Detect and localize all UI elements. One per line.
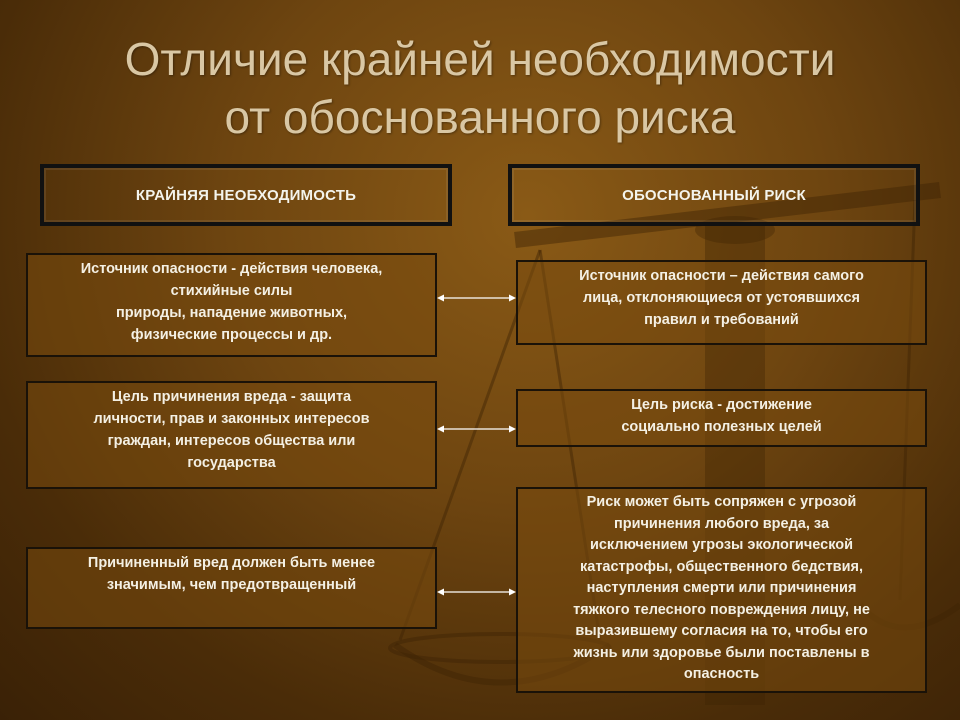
text-line: личности, прав и законных интересов — [93, 411, 370, 427]
text-line: лица, отклоняющиеся от устоявшихся — [583, 290, 860, 306]
text-line: исключением угрозы экологической — [589, 537, 854, 553]
double-arrow-icon — [437, 588, 516, 596]
title-line-1: Отличие крайней необходимости — [124, 33, 836, 85]
right-box-danger-source: Источник опасности – действия самого лиц… — [516, 260, 927, 345]
text-line: наступления смерти или причинения — [586, 580, 857, 596]
right-box-risk-limits: Риск может быть сопряжен с угрозой причи… — [516, 487, 927, 693]
double-arrow-icon — [437, 425, 516, 433]
right-box-risk-purpose: Цель риска - достижение социально полезн… — [516, 389, 927, 447]
text-line: значимым, чем предотвращенный — [106, 577, 357, 593]
title-line-2: от обоснованного риска — [224, 91, 736, 143]
text-line: опасность — [683, 666, 760, 682]
text-line: природы, нападение животных, — [115, 305, 348, 321]
text-line: физические процессы и др. — [130, 327, 333, 343]
header-justified-risk: ОБОСНОВАННЫЙ РИСК — [508, 164, 920, 226]
text-line: Источник опасности - действия человека, — [80, 261, 383, 277]
text-line: жизнь или здоровье были поставлены в — [573, 644, 870, 661]
text-line: Цель риска - достижение — [631, 397, 812, 413]
header-right-label: ОБОСНОВАННЫЙ РИСК — [622, 186, 806, 204]
text-line: причинения любого вреда, за — [613, 515, 830, 532]
text-line: правил и требований — [644, 312, 799, 328]
text-line: Риск может быть сопряжен с угрозой — [586, 494, 857, 510]
text-line: социально полезных целей — [621, 419, 822, 435]
text-line: Цель причинения вреда - защита — [111, 389, 352, 405]
text-line: катастрофы, общественного бедствия, — [580, 558, 863, 575]
left-box-harm-purpose: Цель причинения вреда - защита личности,… — [26, 381, 437, 489]
text-line: Источник опасности – действия самого — [579, 268, 864, 284]
text-line: Причиненный вред должен быть менее — [87, 555, 376, 571]
text-line: выразившему согласия на то, чтобы его — [575, 623, 868, 639]
left-box-danger-source: Источник опасности - действия человека, … — [26, 253, 437, 357]
header-left-label: КРАЙНЯЯ НЕОБХОДИМОСТЬ — [135, 186, 357, 204]
double-arrow-icon — [437, 294, 516, 302]
header-extreme-necessity: КРАЙНЯЯ НЕОБХОДИМОСТЬ — [40, 164, 452, 226]
text-line: стихийные силы — [170, 283, 293, 299]
text-line: государства — [187, 455, 276, 471]
text-line: граждан, интересов общества или — [107, 433, 356, 449]
page-title: Отличие крайней необходимости от обоснов… — [0, 30, 960, 146]
text-line: тяжкого телесного повреждения лицу, не — [573, 601, 870, 618]
left-box-harm-limit: Причиненный вред должен быть менее значи… — [26, 547, 437, 629]
